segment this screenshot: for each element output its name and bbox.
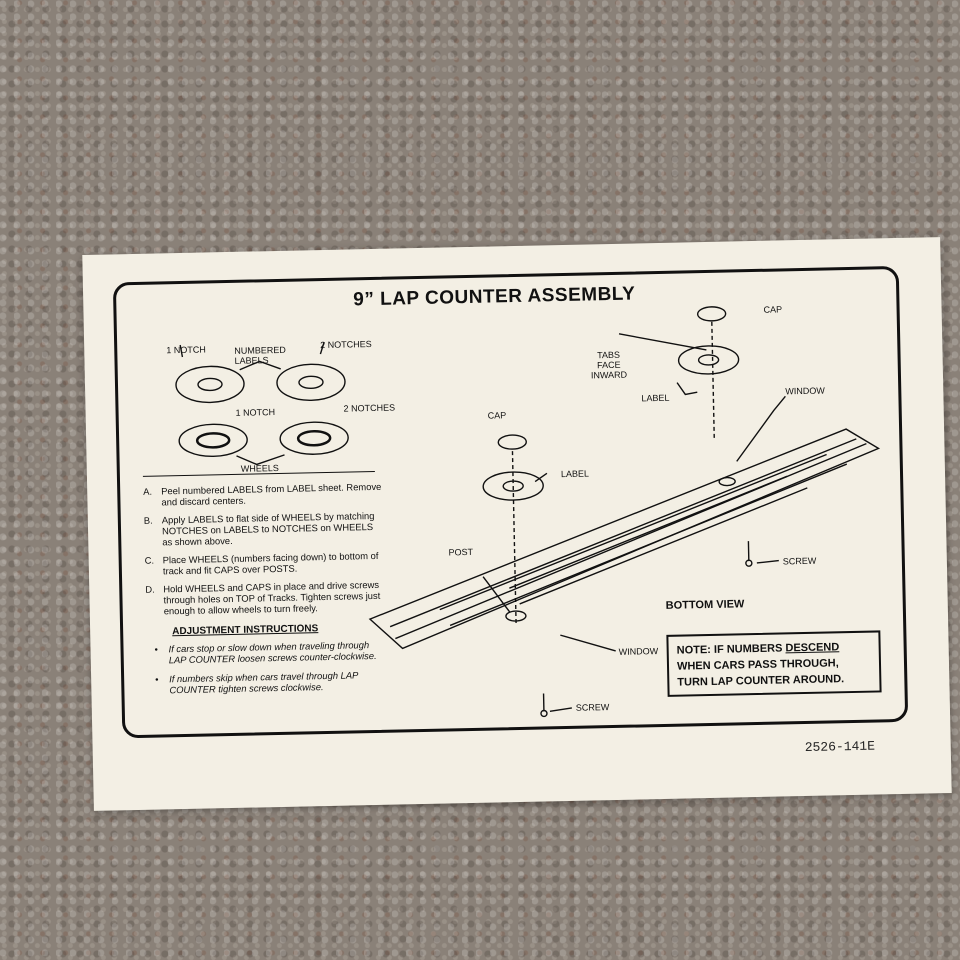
instruction-sheet: 9” LAP COUNTER ASSEMBLY [82,237,952,811]
instruction-step: A.Peel numbered LABELS from LABEL sheet.… [143,480,382,508]
note-box: NOTE: IF NUMBERS DESCEND WHEN CARS PASS … [666,630,882,697]
label-two-notches-top: 2 NOTCHES [320,339,372,351]
part-number: 2526-141E [804,738,876,756]
label-window-right: WINDOW [785,385,825,397]
label-label-right: LABEL [641,392,670,404]
instruction-step: C.Place WHEELS (numbers facing down) to … [144,549,379,577]
adjustment-bullet: If numbers skip when cars travel through… [147,669,387,696]
track-body [368,428,881,650]
wheel-right [279,421,349,455]
instruction-step: B.Apply LABELS to flat side of WHEELS by… [143,509,375,548]
assembly-illustration [175,306,881,718]
label-tabs-face-inward: TABS FACE INWARD [590,349,628,381]
label-top-right [677,345,740,375]
label-screw-bottom: SCREW [575,702,610,713]
instruction-step: D.Hold WHEELS and CAPS in place and driv… [145,578,381,617]
numbered-label-dial-right [276,363,346,401]
adjustment-bullet: If cars stop or slow down when traveling… [146,639,386,666]
wheel-left [178,423,248,458]
label-post: POST [448,546,474,558]
numbered-label-dial-left [175,365,245,404]
label-one-notch-top: 1 NOTCH [166,344,206,356]
label-label-left: LABEL [560,468,590,480]
label-one-notch-mid: 1 NOTCH [235,407,276,418]
cap-left [497,434,527,450]
label-window-bottom: WINDOW [618,646,659,657]
label-screw-right: SCREW [782,555,817,567]
adjustment-title: ADJUSTMENT INSTRUCTIONS [172,623,319,638]
label-numbered-labels: NUMBERED LABELS [234,344,286,366]
label-bottom-view: BOTTOM VIEW [665,598,745,612]
instructions-list: A.Peel numbered LABELS from LABEL sheet.… [143,481,388,704]
cap-top [696,306,727,322]
label-two-notches-mid: 2 NOTCHES [343,402,396,414]
label-cap-left: CAP [487,410,507,421]
label-cap-top: CAP [763,304,783,315]
